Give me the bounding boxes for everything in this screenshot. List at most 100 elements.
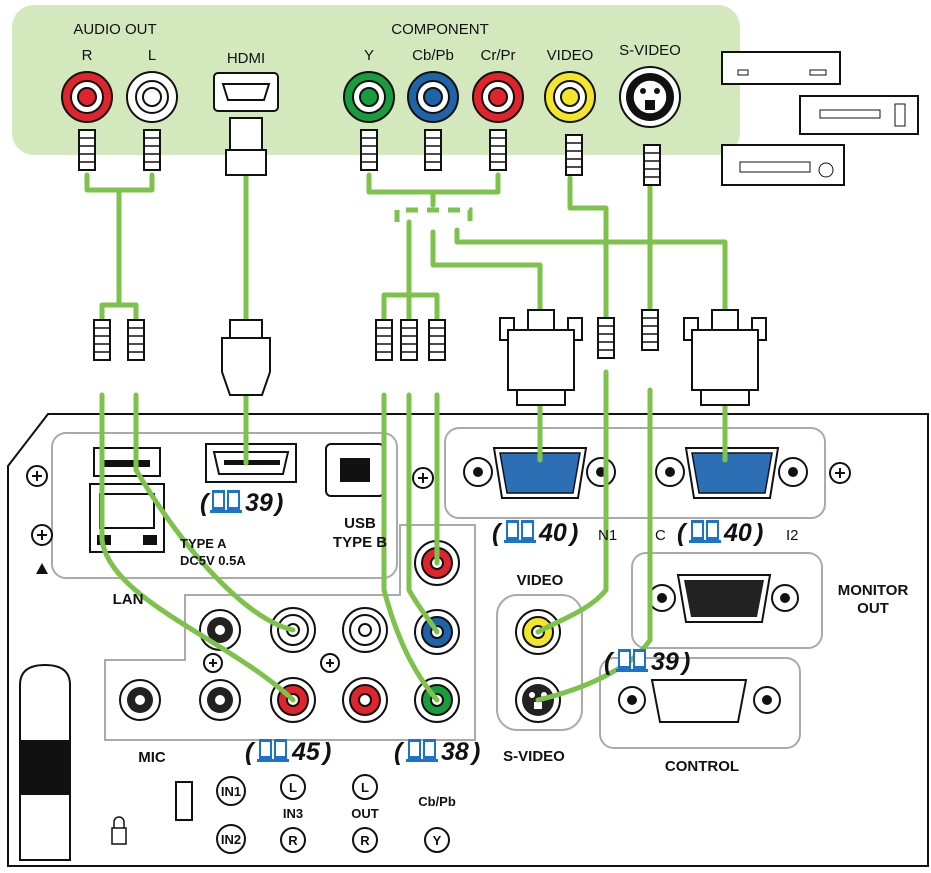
in2-circle-label: IN2 <box>216 824 246 854</box>
audio-port-group <box>104 524 476 741</box>
triangle-icon <box>36 563 48 574</box>
screw-icon <box>31 524 53 546</box>
component-crpr-jack <box>472 71 524 123</box>
in3-label: IN3 <box>283 806 303 821</box>
svg-text:(: ( <box>492 519 503 547</box>
audio-in2-jack <box>199 679 241 721</box>
monitor-out-label-1: MONITOR <box>838 582 909 599</box>
out-r-circle-label: R <box>352 827 378 853</box>
page-ref-component: ( 38 ) <box>394 738 480 766</box>
cable-lines <box>84 172 728 703</box>
svg-text:): ) <box>469 738 480 766</box>
svg-text:): ) <box>567 519 578 547</box>
rca-plug-icon <box>643 144 661 186</box>
vga-plug-icon <box>683 309 767 406</box>
page-ref-hdmi: ( 39 ) <box>200 489 283 517</box>
vcr-device-icon <box>799 95 919 135</box>
svg-text:Y: Y <box>433 833 442 848</box>
svg-text:): ) <box>272 489 283 517</box>
lan-usb-group <box>51 432 398 579</box>
hdmi-out-port <box>213 72 279 112</box>
svg-text:L: L <box>289 780 297 795</box>
component-cbpb-jack <box>407 71 459 123</box>
s-video-port-label: S-VIDEO <box>503 748 565 765</box>
page-ref-computer-in1: ( 40 ) <box>492 519 578 547</box>
page-ref-computer-in2: ( 40 ) <box>677 519 763 547</box>
mic-label: MIC <box>138 749 166 766</box>
rca-plug-icon <box>93 319 111 361</box>
svg-text:IN1: IN1 <box>221 784 241 799</box>
svg-text:): ) <box>679 648 690 676</box>
rca-plug-icon <box>597 317 615 359</box>
svg-text:(: ( <box>245 738 256 766</box>
screw-icon <box>26 465 48 487</box>
rca-plug-icon <box>428 319 446 361</box>
audio-out-label: AUDIO OUT <box>73 21 156 38</box>
type-a-label: TYPE A <box>180 536 227 551</box>
svg-text:): ) <box>320 738 331 766</box>
svg-text:L: L <box>361 780 369 795</box>
source-device-icon <box>721 51 841 85</box>
component-y-label: Y <box>364 47 374 64</box>
computer-in2-suffix: I2 <box>786 527 799 544</box>
video-label: VIDEO <box>547 47 594 64</box>
lan-label: LAN <box>113 591 144 608</box>
rca-plug-icon <box>565 134 583 176</box>
rca-plug-icon <box>641 309 659 351</box>
audio-l-label: L <box>148 47 156 64</box>
svg-text:40: 40 <box>723 519 752 547</box>
audio-out-r-jack <box>61 71 113 123</box>
svg-text:(: ( <box>394 738 405 766</box>
cbpb-circle-label: Cb/Pb <box>418 794 456 809</box>
component-crpr-label: Cr/Pr <box>481 47 516 64</box>
audio-out-r-port-jack <box>342 677 388 723</box>
rca-plug-icon <box>400 319 418 361</box>
screw-icon <box>412 467 434 489</box>
screw-icon <box>203 653 223 673</box>
computer-in2-port <box>655 447 808 499</box>
component-cbpb-label: Cb/Pb <box>412 47 454 64</box>
rca-plug-icon <box>375 319 393 361</box>
usb-label: USB <box>344 515 376 532</box>
computer-in1-suffix: N1 <box>598 527 617 544</box>
s-video-out-jack <box>619 66 681 128</box>
hdmi-label: HDMI <box>227 50 265 67</box>
y-circle-label: Y <box>424 827 450 853</box>
rca-plug-icon <box>424 129 442 171</box>
svg-text:38: 38 <box>441 738 469 766</box>
screw-icon <box>320 653 340 673</box>
component-label: COMPONENT <box>391 21 489 38</box>
monitor-out-port <box>648 574 799 623</box>
rca-plug-icon <box>489 129 507 171</box>
computer-in-group <box>444 427 826 519</box>
in3-r-circle-label: R <box>280 827 306 853</box>
in1-circle-label: IN1 <box>216 776 246 806</box>
control-label: CONTROL <box>665 758 739 775</box>
control-group <box>599 657 801 749</box>
computer-in1-port <box>463 447 616 499</box>
out-label: OUT <box>351 806 379 821</box>
component-y-jack <box>343 71 395 123</box>
svg-text:IN2: IN2 <box>221 832 241 847</box>
svg-text:R: R <box>360 833 370 848</box>
svg-text:39: 39 <box>245 489 273 517</box>
svg-text:): ) <box>752 519 763 547</box>
control-port <box>618 679 781 723</box>
monitor-out-label-2: OUT <box>857 600 889 617</box>
svg-text:(: ( <box>200 489 211 517</box>
audio-r-label: R <box>82 47 93 64</box>
usb-type-a-port <box>93 447 161 477</box>
svg-text:45: 45 <box>291 738 321 766</box>
svg-text:40: 40 <box>538 519 567 547</box>
rca-plug-icon <box>143 129 161 171</box>
dc5v-label: DC5V 0.5A <box>180 553 246 568</box>
in3-l-circle-label: L <box>280 774 306 800</box>
hdmi-plug-icon <box>225 117 267 176</box>
screw-icon <box>829 462 851 484</box>
hdmi-plug-icon <box>221 319 271 396</box>
page-ref-audio: ( 45 ) <box>245 738 331 766</box>
rca-plug-icon <box>78 129 96 171</box>
svg-text:R: R <box>288 833 298 848</box>
stand-foot <box>19 663 71 861</box>
rca-plug-icon <box>360 129 378 171</box>
